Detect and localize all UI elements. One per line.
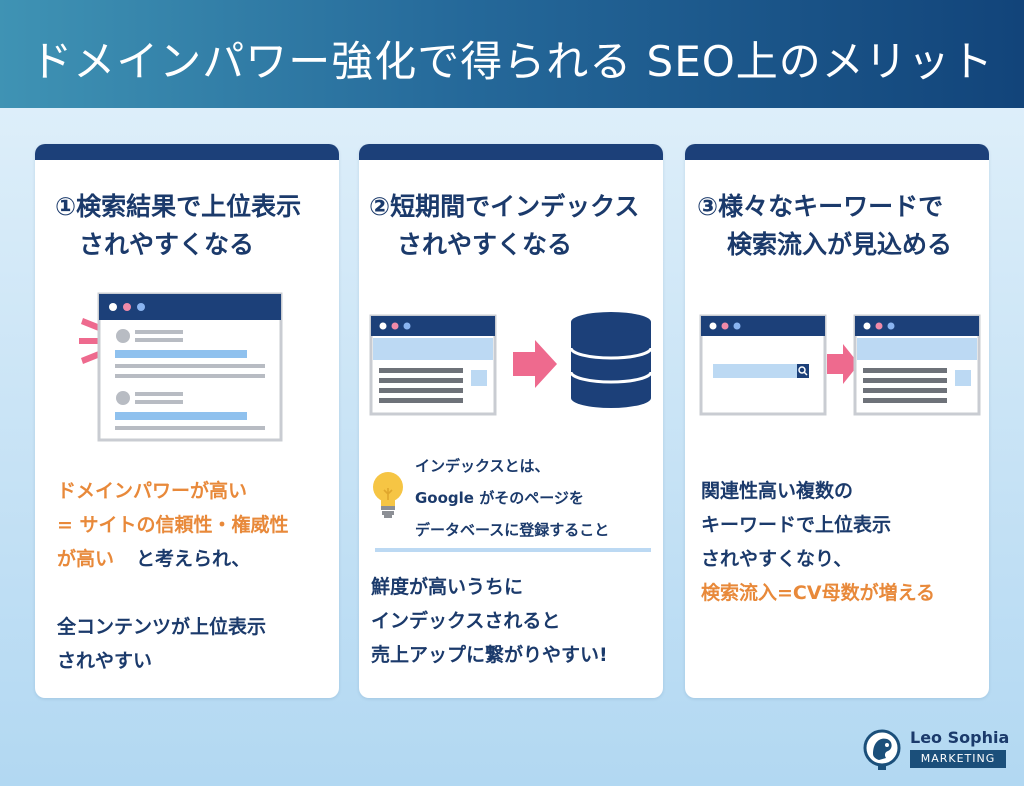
arrow-right-icon (513, 340, 557, 388)
header-banner: ドメインパワー強化で得られる SEO上のメリット (0, 0, 1024, 108)
card-title-line: ①検索結果で上位表示 (55, 192, 302, 221)
description-text: と考えられ、 (136, 548, 251, 570)
description-text: 鮮度が高いうちに (371, 576, 524, 598)
description-text: 売上アップに繋がりやすい! (371, 644, 608, 666)
database-icon (569, 312, 653, 408)
card-description: ドメインパワーが高い = サイトの信頼性・権威性 が高いと考えられ、 全コンテン… (57, 474, 289, 678)
highlight-text: が高い (57, 548, 115, 570)
browser-window-icon (369, 314, 497, 416)
card-top-ranking: ①検索結果で上位表示 されやすくなる ドメインパワーが高い = サイトの信頼性・… (35, 144, 339, 698)
description-line: が高いと考えられ、 (57, 542, 289, 576)
brand-logo: Leo Sophia MARKETING (862, 726, 1012, 776)
card-title-line: されやすくなる (79, 230, 255, 259)
description-text: インデックスされると (371, 610, 561, 632)
card-title-line: 検索流入が見込める (727, 230, 953, 259)
note-line: Google がそのページを (415, 489, 584, 507)
card-title-line: ②短期間でインデックス (369, 192, 640, 221)
description-text: されやすい (57, 650, 153, 672)
card-title: ③様々なキーワードで 検索流入が見込める (685, 188, 989, 264)
description-text: されやすくなり、 (701, 548, 853, 570)
search-flow-illustration (699, 314, 981, 416)
highlight-text: ドメインパワーが高い (57, 480, 248, 502)
indexing-illustration (369, 312, 653, 416)
card-description: 鮮度が高いうちに インデックスされると 売上アップに繋がりやすい! (371, 570, 608, 672)
note-line: データベースに登録すること (415, 521, 610, 539)
result-window-icon (853, 314, 981, 416)
description-text: キーワードで上位表示 (701, 514, 892, 536)
lightbulb-icon (373, 472, 403, 518)
card-keyword-traffic: ③様々なキーワードで 検索流入が見込める (685, 144, 989, 698)
arrow-right-icon (827, 344, 859, 384)
card-description: 関連性高い複数の キーワードで上位表示 されやすくなり、 検索流入=CV母数が増… (701, 474, 935, 610)
description-text: 全コンテンツが上位表示 (57, 616, 267, 638)
index-definition-note: インデックスとは、 Google がそのページを データベースに登録すること (415, 450, 609, 546)
highlight-text: = サイトの信頼性・権威性 (57, 514, 289, 536)
page-title: ドメインパワー強化で得られる SEO上のメリット (30, 37, 994, 86)
card-header-bar (685, 144, 989, 160)
card-title: ②短期間でインデックス されやすくなる (359, 188, 663, 264)
card-title-line: されやすくなる (397, 230, 573, 259)
note-line: インデックスとは、 (415, 457, 550, 475)
card-header-bar (359, 144, 663, 160)
logo-tagline: MARKETING (910, 750, 1006, 768)
logo-name: Leo Sophia (910, 728, 1010, 747)
leo-sophia-logo-icon (863, 729, 901, 770)
highlight-text: 検索流入=CV母数が増える (701, 582, 935, 604)
card-title-line: ③様々なキーワードで (697, 192, 944, 221)
search-window-icon (699, 314, 827, 416)
description-text: 関連性高い複数の (701, 480, 854, 502)
card-fast-indexing: ②短期間でインデックス されやすくなる (359, 144, 663, 698)
card-title: ①検索結果で上位表示 されやすくなる (35, 188, 339, 264)
card-header-bar (35, 144, 339, 160)
divider (375, 548, 651, 552)
search-results-illustration (79, 292, 283, 442)
